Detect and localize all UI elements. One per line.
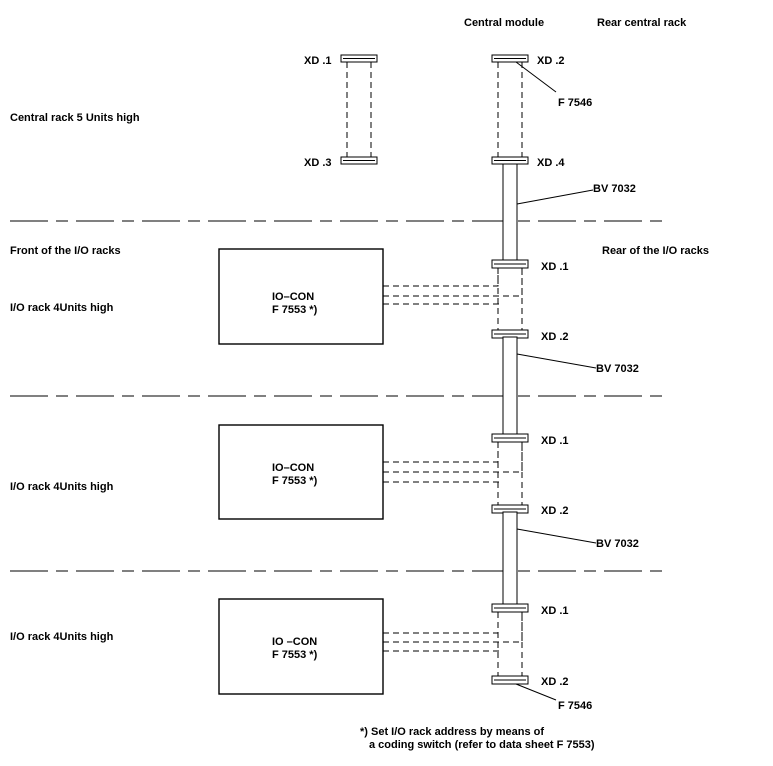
iocon-3-title: IO –CON [272, 636, 317, 648]
label-xd2-central: XD .2 [537, 55, 565, 67]
cable-bv7032-1 [502, 163, 594, 263]
label-bv7032-3: BV 7032 [596, 538, 639, 550]
label-f7546-bottom: F 7546 [558, 700, 592, 712]
leader-f7546-bottom [515, 683, 557, 701]
label-xd1-rack1: XD .1 [541, 261, 569, 273]
footnote-line-1: *) Set I/O rack address by means of [360, 726, 544, 738]
label-io-rack-1: I/O rack 4Units high [10, 302, 114, 314]
central-module-connectors [491, 54, 557, 165]
label-xd2-rack3: XD .2 [541, 676, 569, 688]
label-xd1-central: XD .1 [304, 55, 332, 67]
iocon-2-links [383, 442, 523, 483]
label-xd3-central: XD .3 [304, 157, 332, 169]
label-rear-io-racks: Rear of the I/O racks [602, 245, 709, 257]
iocon-3-links [383, 612, 523, 652]
label-xd1-rack2: XD .1 [541, 435, 569, 447]
rack2-connectors [491, 433, 529, 514]
header-rear-central-rack: Rear central rack [597, 17, 687, 29]
label-bv7032-2: BV 7032 [596, 363, 639, 375]
iocon-module-3 [218, 598, 384, 695]
footnote-line-2: a coding switch (refer to data sheet F 7… [369, 739, 595, 751]
rack1-connectors [491, 259, 529, 339]
label-xd1-rack3: XD .1 [541, 605, 569, 617]
cable-bv7032-3 [502, 511, 597, 612]
central-rack-left-pair [340, 54, 378, 165]
leader-f7546-top [515, 61, 557, 93]
iocon-3-module: F 7553 *) [272, 649, 318, 661]
iocon-1-module: F 7553 *) [272, 304, 318, 316]
label-central-rack: Central rack 5 Units high [10, 112, 140, 124]
iocon-1-title: IO–CON [272, 291, 314, 303]
label-front-io-racks: Front of the I/O racks [10, 245, 121, 257]
label-f7546-top: F 7546 [558, 97, 592, 109]
iocon-2-title: IO–CON [272, 462, 314, 474]
label-bv7032-1: BV 7032 [593, 183, 636, 195]
label-xd2-rack1: XD .2 [541, 331, 569, 343]
iocon-2-module: F 7553 *) [272, 475, 318, 487]
iocon-1-links [383, 268, 523, 305]
label-io-rack-2: I/O rack 4Units high [10, 481, 114, 493]
label-xd2-rack2: XD .2 [541, 505, 569, 517]
cable-bv7032-2 [502, 336, 597, 438]
iocon-module-1 [218, 248, 384, 345]
header-central-module: Central module [464, 17, 544, 29]
label-xd4-central: XD .4 [537, 157, 565, 169]
label-io-rack-3: I/O rack 4Units high [10, 631, 114, 643]
